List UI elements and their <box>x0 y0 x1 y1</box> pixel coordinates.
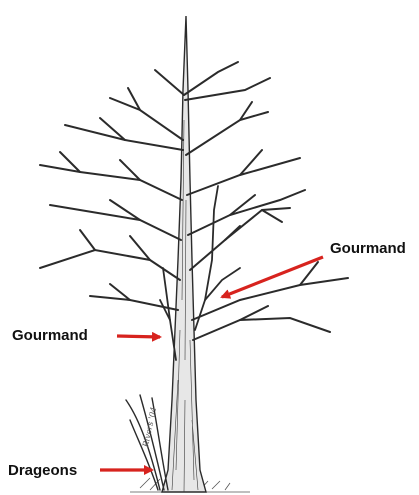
trunk <box>162 16 206 492</box>
water-sprout-left <box>160 268 176 360</box>
label-gourmand-left: Gourmand <box>12 328 88 343</box>
label-drageons: Drageons <box>8 463 77 478</box>
arrow-gourmand-left <box>117 336 160 337</box>
branches <box>40 62 348 340</box>
label-gourmand-right: Gourmand <box>330 241 406 256</box>
